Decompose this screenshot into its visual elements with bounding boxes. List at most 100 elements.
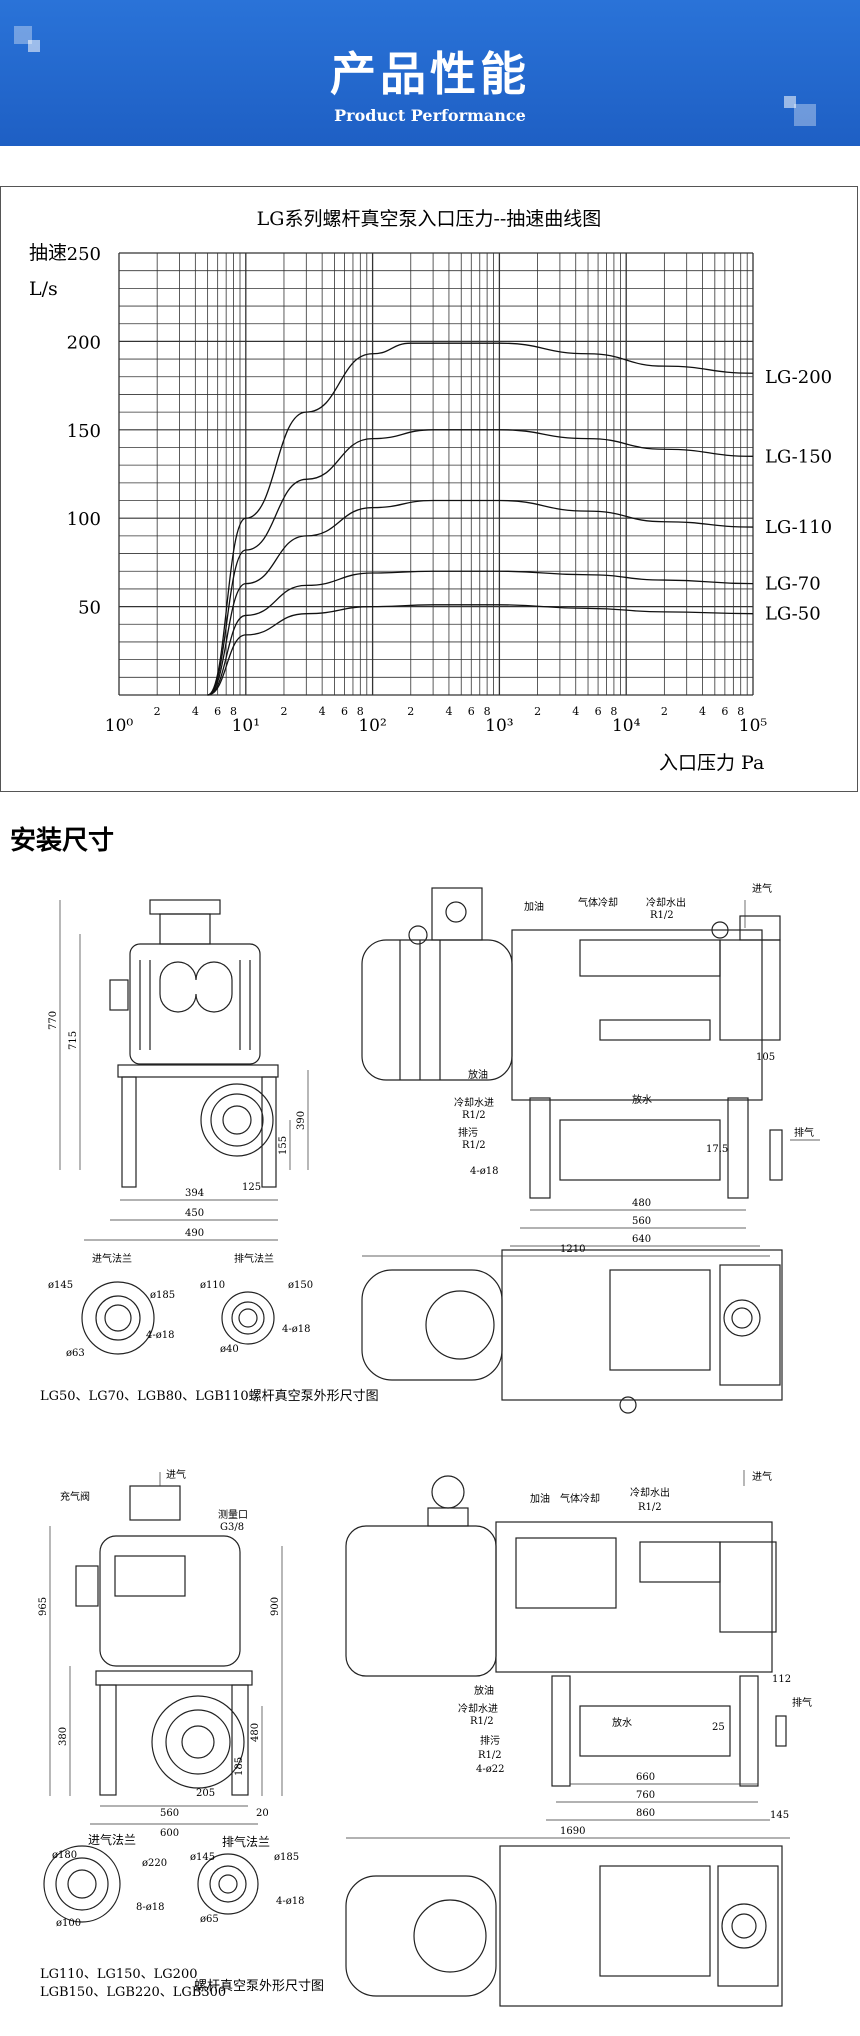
side-label: 排污: [480, 1734, 500, 1747]
x-minor-tick-label: 2: [280, 705, 287, 718]
side-label: 放油: [474, 1684, 494, 1697]
x-minor-tick-label: 6: [341, 705, 348, 718]
decor-square: [28, 40, 40, 52]
side-label: 进气: [752, 882, 772, 895]
flange-dim: ø110: [200, 1280, 225, 1291]
dim-label: 640: [632, 1234, 651, 1245]
dim-label: 450: [185, 1208, 204, 1219]
x-tick-label: 10⁵: [739, 716, 768, 736]
flange-title: 进气法兰: [92, 1252, 132, 1265]
dim-label: 965: [38, 1597, 49, 1616]
flange-title: 排气法兰: [234, 1252, 274, 1265]
flange-dim: ø145: [190, 1852, 215, 1863]
x-minor-tick-label: 8: [737, 705, 744, 718]
side-label: R1/2: [470, 1716, 494, 1727]
side-label: 冷却水出: [630, 1486, 670, 1499]
series-line-lg-70: [207, 570, 754, 696]
dim-label: 394: [185, 1188, 204, 1199]
flange-dim: ø180: [52, 1850, 77, 1861]
decor-square: [784, 96, 796, 108]
flange-dim: ø220: [142, 1858, 167, 1869]
side-label: 排污: [458, 1126, 478, 1139]
y-tick-label: 50: [78, 598, 101, 619]
x-tick-label: 10¹: [232, 716, 260, 736]
x-minor-tick-label: 2: [534, 705, 541, 718]
dim-label: 125: [242, 1182, 261, 1193]
side-label: 冷却水进: [454, 1096, 494, 1109]
dim-label: 715: [68, 1031, 79, 1050]
dim-label: 380: [58, 1727, 69, 1746]
chart-title: LG系列螺杆真空泵入口压力--抽速曲线图: [257, 208, 602, 230]
dim-label: 660: [636, 1772, 655, 1783]
dim-label: 560: [632, 1216, 651, 1227]
side-label: 112: [772, 1674, 791, 1685]
side-label: 进气: [752, 1470, 772, 1483]
dim-label: 480: [632, 1198, 651, 1209]
x-minor-tick-label: 6: [468, 705, 475, 718]
flange-dim: ø185: [150, 1290, 175, 1301]
series-line-lg-200: [207, 342, 754, 696]
series-label: LG-70: [765, 574, 821, 595]
flange-dim: 4-ø18: [146, 1330, 175, 1341]
x-minor-tick-label: 4: [572, 705, 579, 718]
front-label: 充气阀: [60, 1490, 90, 1503]
side-label: 排气: [794, 1126, 814, 1139]
x-minor-tick-label: 6: [214, 705, 221, 718]
dim-label: 20: [256, 1808, 269, 1819]
y-tick-label: 250: [67, 244, 101, 265]
side-label: R1/2: [650, 910, 674, 921]
x-tick-label: 10⁰: [105, 716, 134, 736]
flange-dim: ø65: [200, 1914, 219, 1925]
flange-dim: ø150: [288, 1280, 313, 1291]
x-minor-tick-label: 4: [445, 705, 452, 718]
side-label: 加油: [524, 900, 544, 913]
side-label: 加油: [530, 1492, 550, 1505]
header-banner: 产品性能 Product Performance: [0, 0, 860, 146]
dim-label: 560: [160, 1808, 179, 1819]
series-line-lg-50: [207, 604, 754, 696]
drawing-caption: LGB150、LGB220、LGB300: [40, 1985, 226, 2000]
dim-label: 390: [296, 1111, 307, 1130]
decor-square: [794, 104, 816, 126]
series-label: LG-110: [765, 517, 832, 538]
y-tick-label: 200: [67, 332, 101, 353]
drawing-caption: LG110、LG150、LG200: [40, 1967, 198, 1982]
flange-dim: ø63: [66, 1348, 85, 1359]
x-minor-tick-label: 4: [192, 705, 199, 718]
flange-dim: ø185: [274, 1852, 299, 1863]
x-minor-tick-label: 8: [357, 705, 364, 718]
dim-label: 185: [234, 1757, 245, 1776]
side-label: 放水: [612, 1716, 632, 1729]
front-label: 测量口: [218, 1508, 248, 1521]
dimension-drawing-2: 进气 充气阀 测量口 G3/8 965 900 380 480 185 205 …: [38, 1468, 812, 2007]
front-label: 进气: [166, 1468, 186, 1481]
side-label: R1/2: [462, 1140, 486, 1151]
dim-label: 860: [636, 1808, 655, 1819]
x-minor-tick-label: 2: [661, 705, 668, 718]
x-minor-tick-label: 8: [610, 705, 617, 718]
flange-dim: 4-ø18: [282, 1324, 311, 1335]
series-line-lg-150: [207, 429, 754, 696]
side-label: 冷却水出: [646, 896, 686, 909]
side-label: 气体冷却: [578, 896, 618, 909]
dim-label: 900: [270, 1597, 281, 1616]
x-axis-label: 入口压力 Pa: [659, 752, 764, 774]
dim-label: 205: [196, 1788, 215, 1799]
side-label: 冷却水进: [458, 1702, 498, 1715]
drawing-caption: LG50、LG70、LGB80、LGB110螺杆真空泵外形尺寸图: [40, 1389, 379, 1404]
flange-dim: ø100: [56, 1918, 81, 1929]
x-minor-tick-label: 2: [407, 705, 414, 718]
dim-label: 490: [185, 1228, 204, 1239]
side-label: 放油: [468, 1068, 488, 1081]
dim-label: 770: [48, 1011, 59, 1030]
side-label: 105: [756, 1052, 775, 1063]
x-tick-label: 10⁴: [612, 716, 641, 736]
side-label: 25: [712, 1722, 725, 1733]
performance-chart: LG系列螺杆真空泵入口压力--抽速曲线图 抽速 L/s 入口压力 Pa 5010…: [29, 208, 832, 774]
side-label: R1/2: [638, 1502, 662, 1513]
dim-label: 1690: [560, 1826, 585, 1837]
front-label: G3/8: [220, 1522, 244, 1533]
x-minor-tick-label: 8: [230, 705, 237, 718]
side-label: R1/2: [462, 1110, 486, 1121]
